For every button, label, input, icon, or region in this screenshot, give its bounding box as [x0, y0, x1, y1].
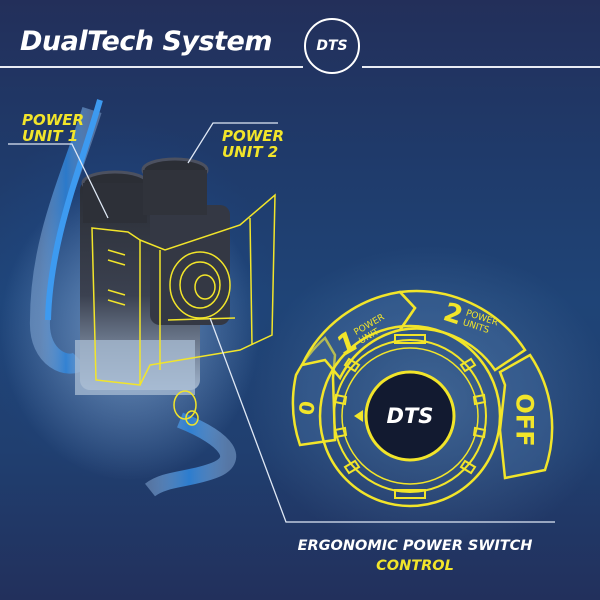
callout-power-unit-1-line2: UNIT 1 [22, 127, 79, 145]
callout-line-power-unit-2 [187, 122, 278, 164]
hose-bottom [145, 412, 237, 497]
dial-segment-2 [397, 289, 527, 372]
dial-segment-off [498, 353, 554, 480]
callout-power-unit-1-line1: POWER [22, 111, 85, 129]
caption-line1: ERGONOMIC POWER SWITCH [297, 538, 533, 554]
dial-grips [333, 334, 487, 499]
dial-mid-ring [333, 339, 487, 493]
callout-power-unit-2-line1: POWER [222, 127, 285, 145]
title-divider [0, 66, 303, 68]
power-unit-2-body [143, 170, 207, 215]
engine-base [75, 340, 195, 395]
dial-center: DTS [372, 378, 448, 454]
power-unit-1-body [83, 183, 147, 223]
dial-center-text: DTS [386, 404, 434, 428]
power-switch-dial [291, 289, 554, 508]
caption-line2: CONTROL [376, 558, 454, 574]
dts-logo-text: DTS [316, 38, 348, 54]
dial-inner-ring [341, 347, 479, 485]
callout-power-unit-2-line2: UNIT 2 [222, 143, 279, 161]
dts-logo-badge: DTS [304, 18, 360, 74]
callout-line-power-unit-1 [8, 143, 109, 219]
callout-line-switch [209, 317, 555, 523]
dial-outer-ring [318, 324, 502, 508]
hose-left [29, 107, 102, 374]
switch-wireframe [91, 193, 276, 426]
callout-power-unit-1: POWER UNIT 1 [22, 112, 84, 144]
feature-caption: ERGONOMIC POWER SWITCH CONTROL [250, 536, 580, 576]
dial-center-knob [364, 370, 456, 462]
dial-label-off: OFF [510, 393, 539, 447]
page-title: DualTech System [20, 26, 272, 57]
title-divider-right [362, 66, 600, 68]
callout-power-unit-2: POWER UNIT 2 [222, 128, 284, 160]
triangle-left-icon [354, 410, 363, 422]
hose-left-core [45, 99, 103, 321]
